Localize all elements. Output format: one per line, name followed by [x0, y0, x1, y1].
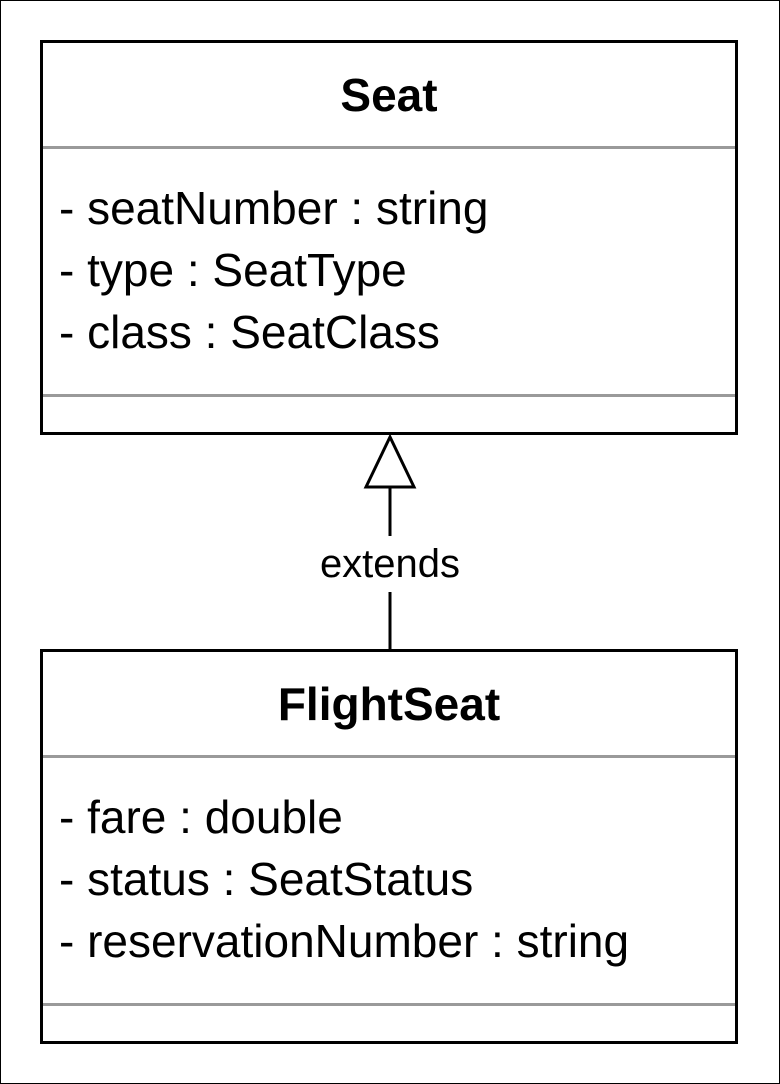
class-name: FlightSeat [277, 678, 501, 730]
attribute: - seatNumber : string [59, 182, 489, 234]
attribute-list: - seatNumber : string - type : SeatType … [59, 177, 488, 363]
name-divider [43, 755, 735, 758]
attribute: - fare : double [59, 791, 343, 843]
attribute: - status : SeatStatus [59, 853, 474, 905]
attribute: - reservationNumber : string [59, 915, 630, 967]
attribute: - type : SeatType [59, 244, 407, 296]
operations-divider [43, 1003, 735, 1006]
operations-divider [43, 394, 735, 397]
relationship-label: extends [290, 536, 490, 592]
attribute: - class : SeatClass [59, 306, 440, 358]
attribute-list: - fare : double - status : SeatStatus - … [59, 786, 629, 972]
name-divider [43, 146, 735, 149]
class-seat[interactable]: Seat - seatNumber : string - type : Seat… [40, 40, 738, 435]
class-name: Seat [340, 69, 438, 121]
class-flightseat[interactable]: FlightSeat - fare : double - status : Se… [40, 649, 738, 1044]
